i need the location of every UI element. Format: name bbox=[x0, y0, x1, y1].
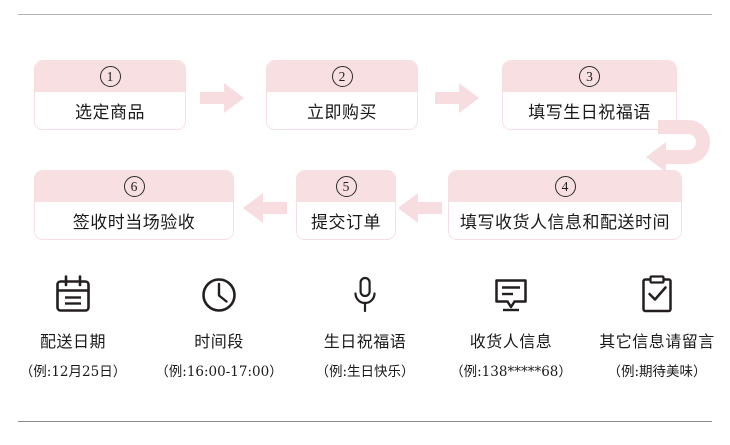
flow-step-2-header: 2 bbox=[267, 61, 417, 92]
legend-item-delivery-date: 配送日期 （例:12月25日） bbox=[0, 272, 146, 380]
legend-title-other-notes: 其它信息请留言 bbox=[599, 332, 715, 351]
flow-step-1: 1 选定商品 bbox=[34, 60, 186, 130]
legend-example-recipient-info: （例:138*****68） bbox=[450, 364, 572, 380]
legend-item-time-slot: 时间段 （例:16:00-17:00） bbox=[146, 272, 292, 380]
legend-example-time-slot: （例:16:00-17:00） bbox=[155, 364, 283, 380]
flow-step-4-number: 4 bbox=[554, 176, 576, 197]
flow-step-6-label: 签收时当场验收 bbox=[35, 202, 233, 239]
flow-step-4-label: 填写收货人信息和配送时间 bbox=[449, 202, 681, 239]
legend-title-birthday-message: 生日祝福语 bbox=[323, 332, 407, 351]
message-bubble-icon bbox=[491, 272, 531, 318]
microphone-icon bbox=[345, 272, 385, 318]
flow-step-1-number: 1 bbox=[99, 66, 121, 87]
legend-title-time-slot: 时间段 bbox=[194, 332, 244, 351]
flow-step-3-number: 3 bbox=[579, 66, 600, 87]
flow-step-5-label: 提交订单 bbox=[297, 202, 395, 239]
legend-title-recipient-info: 收货人信息 bbox=[469, 332, 553, 351]
legend-item-other-notes: 其它信息请留言 （例:期待美味） bbox=[584, 272, 730, 380]
flow-step-5: 5 提交订单 bbox=[296, 170, 396, 240]
flow-step-4: 4 填写收货人信息和配送时间 bbox=[448, 170, 682, 240]
flow-step-3: 3 填写生日祝福语 bbox=[502, 60, 677, 130]
clipboard-check-icon bbox=[637, 272, 677, 318]
legend-example-other-notes: （例:期待美味） bbox=[607, 364, 707, 380]
flow-step-2: 2 立即购买 bbox=[266, 60, 418, 130]
flow-step-2-label: 立即购买 bbox=[267, 92, 417, 129]
top-divider bbox=[18, 14, 712, 15]
clock-icon bbox=[199, 272, 239, 318]
legend-example-birthday-message: （例:生日快乐） bbox=[315, 364, 415, 380]
flow-step-6-number: 6 bbox=[123, 176, 145, 197]
arrow-right-icon-step1-step2 bbox=[200, 83, 244, 113]
flow-step-3-label: 填写生日祝福语 bbox=[503, 92, 676, 129]
arrow-left-icon-step5-step6 bbox=[243, 193, 287, 223]
flow-step-3-header: 3 bbox=[503, 61, 676, 92]
flow-step-5-header: 5 bbox=[297, 171, 395, 202]
legend-item-birthday-message: 生日祝福语 （例:生日快乐） bbox=[292, 272, 438, 380]
flow-step-4-header: 4 bbox=[449, 171, 681, 202]
arrow-curve-icon-step3-step4 bbox=[640, 118, 720, 188]
legend-example-delivery-date: （例:12月25日） bbox=[19, 364, 127, 380]
calendar-icon bbox=[53, 272, 93, 318]
flow-step-1-header: 1 bbox=[35, 61, 185, 92]
flow-step-2-number: 2 bbox=[331, 66, 353, 87]
flow-step-1-label: 选定商品 bbox=[35, 92, 185, 129]
flow-step-6: 6 签收时当场验收 bbox=[34, 170, 234, 240]
legend-item-recipient-info: 收货人信息 （例:138*****68） bbox=[438, 272, 584, 380]
legend-row: 配送日期 （例:12月25日） 时间段 （例:16:00-17:00） 生日祝福… bbox=[0, 272, 730, 380]
bottom-divider bbox=[18, 421, 712, 422]
arrow-left-icon-step4-step5 bbox=[398, 193, 442, 223]
legend-title-delivery-date: 配送日期 bbox=[39, 332, 106, 351]
arrow-right-icon-step2-step3 bbox=[435, 83, 479, 113]
flow-step-5-number: 5 bbox=[335, 176, 357, 197]
flow-step-6-header: 6 bbox=[35, 171, 233, 202]
